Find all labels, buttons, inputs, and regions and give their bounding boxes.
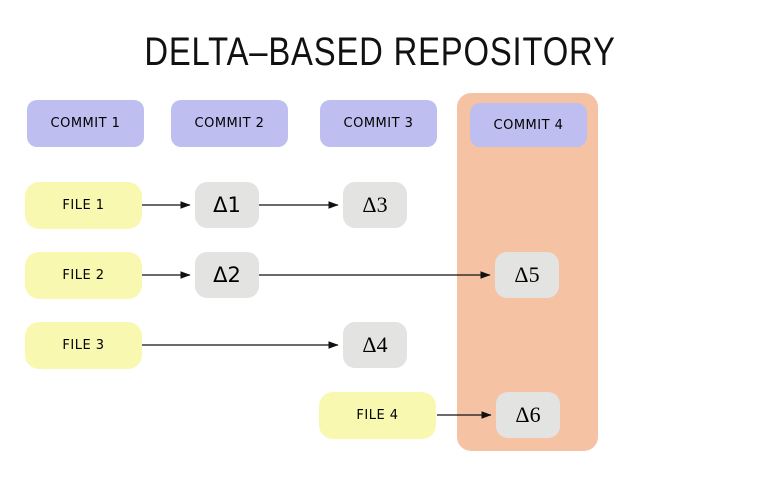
diagram-title: DELTA–BASED REPOSITORY — [144, 30, 616, 74]
file-3-box: FILE 3 — [25, 322, 142, 369]
commit-1-box: COMMIT 1 — [27, 100, 144, 147]
commit-4-box: COMMIT 4 — [470, 103, 587, 147]
delta-4-box: Δ4 — [343, 322, 407, 368]
file-2-box: FILE 2 — [25, 252, 142, 299]
file-4-box: FILE 4 — [319, 392, 436, 439]
commit-3-box: COMMIT 3 — [320, 100, 437, 147]
delta-1-box: Δ1 — [195, 182, 259, 228]
delta-2-box: Δ2 — [195, 252, 259, 298]
delta-5-box: Δ5 — [495, 252, 559, 298]
file-1-box: FILE 1 — [25, 182, 142, 229]
delta-3-box: Δ3 — [343, 182, 407, 228]
commit-2-box: COMMIT 2 — [171, 100, 288, 147]
delta-6-box: Δ6 — [496, 392, 560, 438]
